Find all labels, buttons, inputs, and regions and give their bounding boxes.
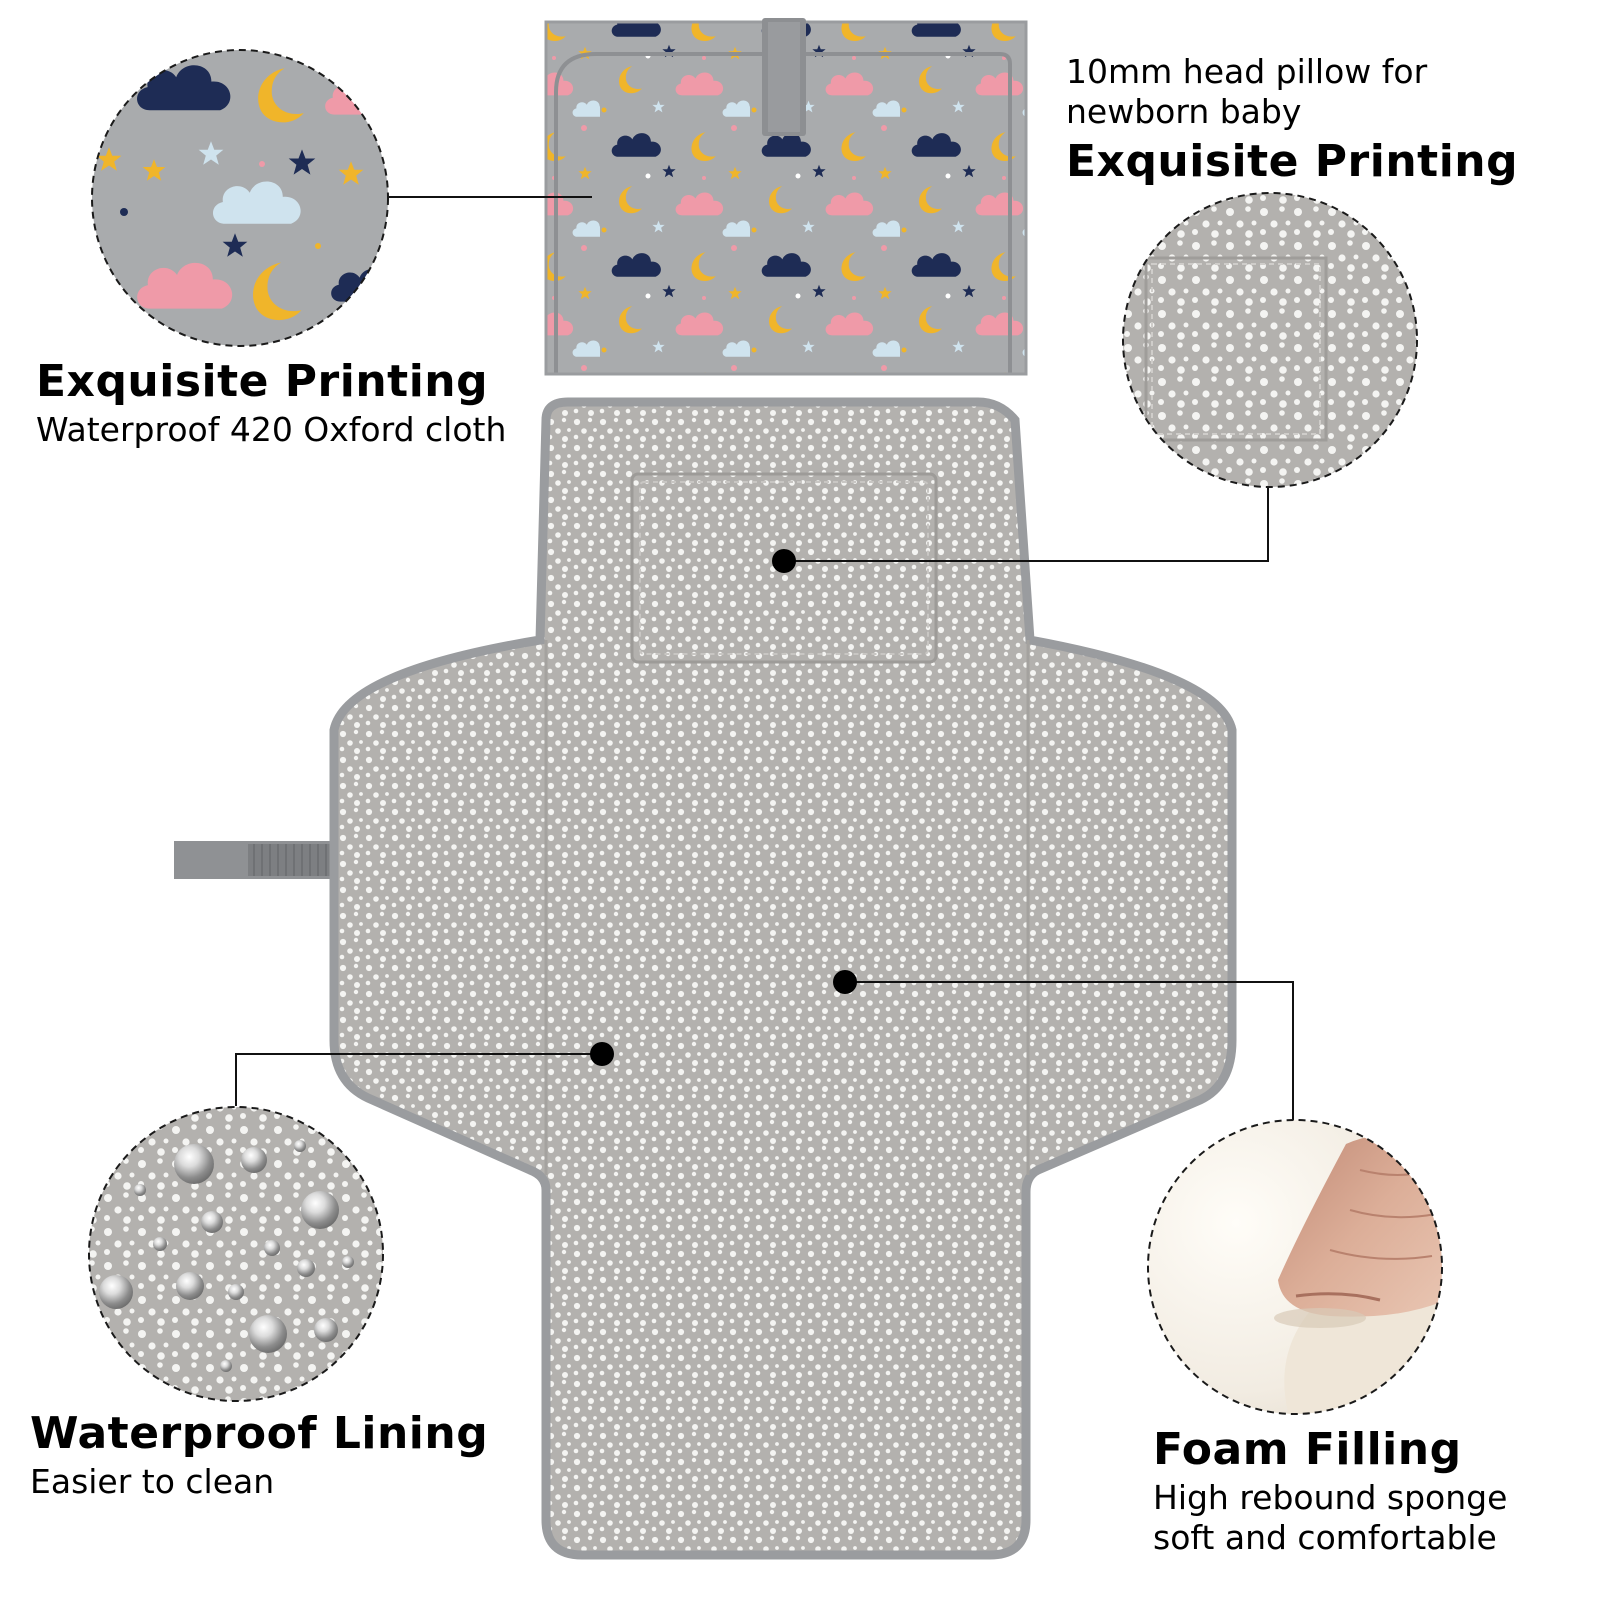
pillow-closeup-circle — [1122, 192, 1418, 488]
waterproof-closeup-circle — [88, 1106, 384, 1402]
printing-left-subtitle: Waterproof 420 Oxford cloth — [36, 410, 507, 449]
side-strap — [174, 841, 334, 879]
pad-body — [329, 397, 1237, 1560]
leader-lines — [235, 196, 1294, 1120]
printing-closeup-circle — [91, 49, 389, 347]
pillow-description-line2: newborn baby — [1066, 92, 1302, 131]
printing-left-title: Exquisite Printing — [36, 356, 489, 407]
waterproof-title: Waterproof Lining — [30, 1408, 489, 1459]
water-droplets — [99, 1140, 354, 1372]
folded-pad — [544, 18, 1028, 376]
waterproof-subtitle: Easier to clean — [30, 1462, 275, 1501]
foam-line1: High rebound sponge — [1153, 1478, 1508, 1517]
folded-pad-strap — [762, 18, 806, 136]
foam-line2: soft and comfortable — [1153, 1518, 1497, 1557]
pillow-description-line1: 10mm head pillow for — [1066, 52, 1428, 91]
open-changing-pad — [174, 397, 1237, 1560]
pillow-point — [772, 549, 796, 573]
foam-title: Foam Filling — [1153, 1424, 1462, 1475]
foam-closeup-circle — [1147, 1119, 1443, 1415]
callout-points — [590, 549, 857, 1066]
foam-point — [833, 970, 857, 994]
printing-right-title: Exquisite Printing — [1066, 136, 1519, 187]
lining-point — [590, 1042, 614, 1066]
finger-pressing-foam — [1278, 1135, 1442, 1317]
